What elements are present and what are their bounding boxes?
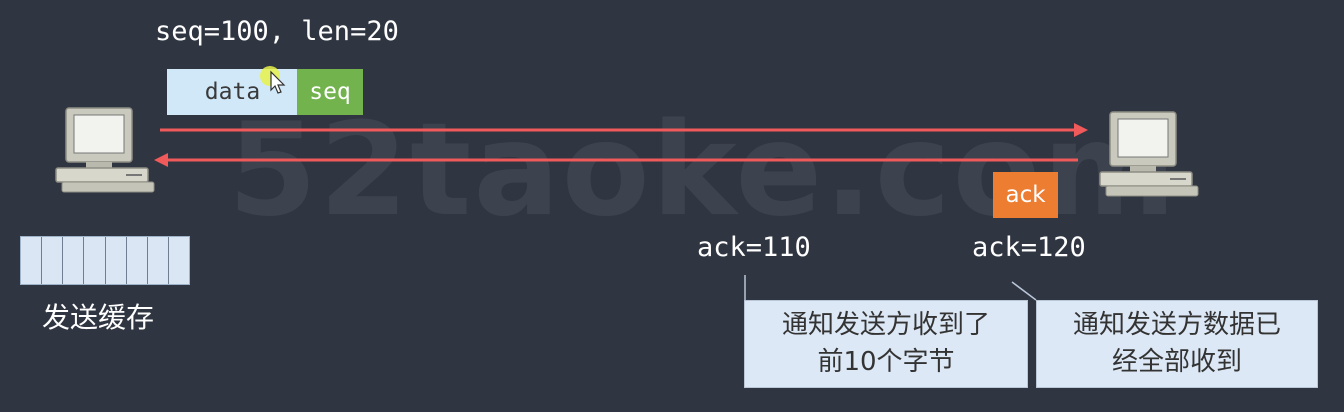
- buffer-cell: [21, 237, 43, 284]
- note2-line2: 经全部收到: [1111, 347, 1242, 377]
- note2-line1: 通知发送方数据已: [1072, 310, 1281, 340]
- mouse-cursor-icon: [260, 66, 286, 94]
- ack-110-label: ack=110: [697, 232, 811, 263]
- buffer-cell: [84, 237, 106, 284]
- receiver-computer-icon: [1099, 111, 1199, 197]
- send-buffer-label: 发送缓存: [42, 301, 155, 334]
- ack-120-label: ack=120: [972, 232, 1086, 263]
- segment-header-label: seq=100, len=20: [155, 16, 399, 47]
- seq-label: seq: [309, 79, 351, 105]
- note-full-receipt: 通知发送方数据已 经全部收到: [1036, 300, 1318, 388]
- note-partial-receipt: 通知发送方收到了 前10个字节: [744, 300, 1028, 388]
- note2-pointer-line: [1011, 281, 1037, 301]
- backward-arrow: [154, 153, 1078, 167]
- ack-field: ack: [993, 172, 1058, 218]
- buffer-cell: [126, 237, 148, 284]
- data-label: data: [204, 79, 261, 105]
- note1-line2: 前10个字节: [817, 347, 955, 377]
- watermark: 52taoke.com: [228, 96, 1178, 245]
- buffer-cell: [63, 237, 85, 284]
- buffer-cell: [105, 237, 127, 284]
- forward-arrow: [160, 123, 1088, 137]
- seq-field: seq: [297, 69, 363, 115]
- sender-computer-icon: [55, 107, 155, 193]
- buffer-cell: [168, 237, 189, 284]
- note1-line1: 通知发送方收到了: [781, 310, 990, 340]
- ack-box-label: ack: [1005, 182, 1046, 208]
- buffer-cell: [147, 237, 169, 284]
- buffer-cell: [42, 237, 64, 284]
- send-buffer: [20, 236, 190, 285]
